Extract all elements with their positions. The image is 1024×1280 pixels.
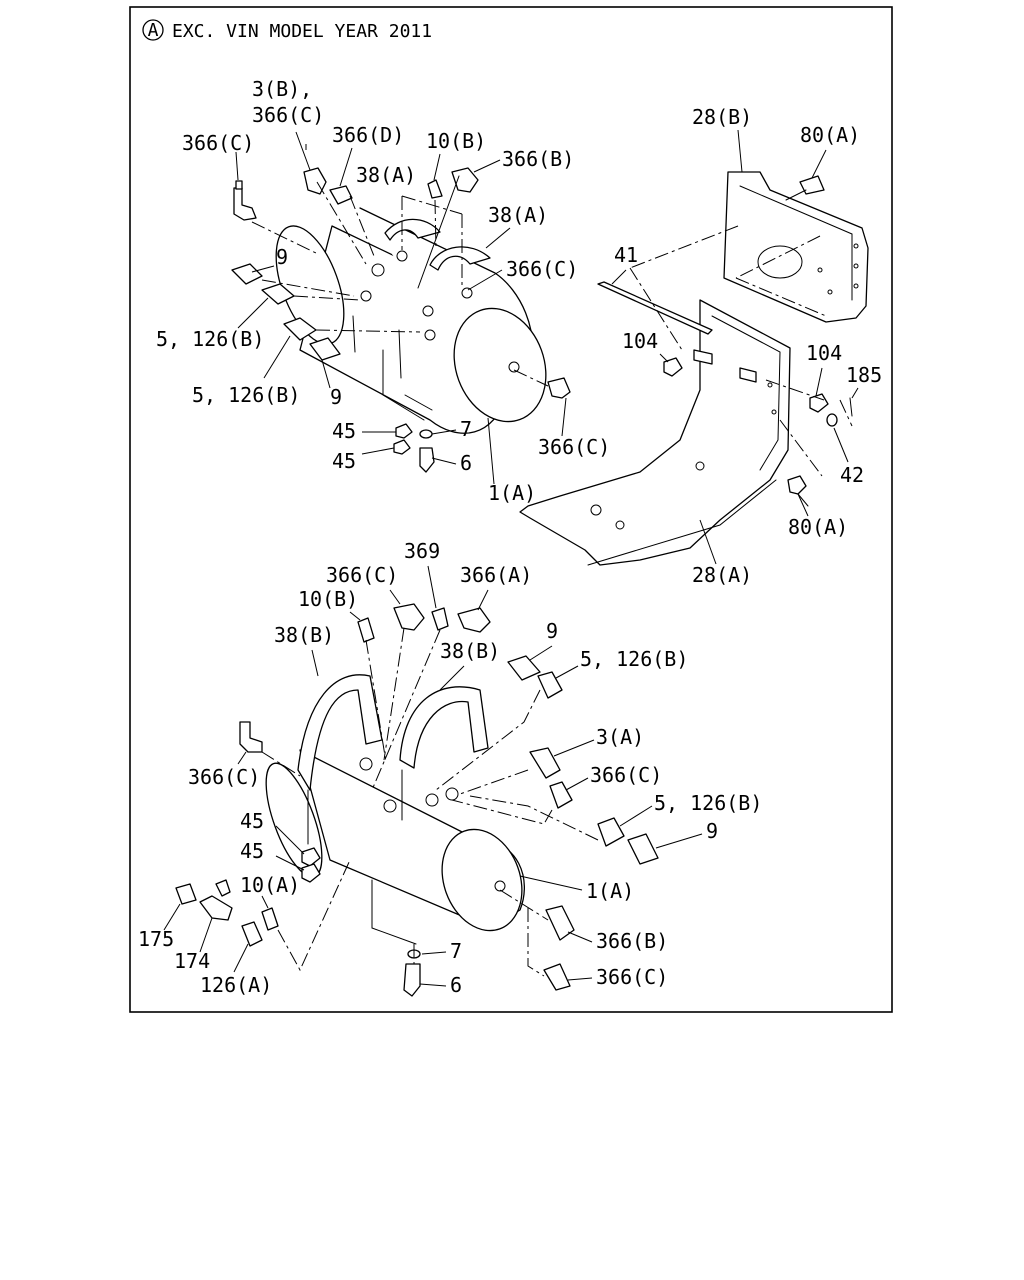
upper-air-tank <box>275 207 547 434</box>
callout-6-top: 6 <box>460 451 472 475</box>
diagram-frame <box>129 6 893 1013</box>
callout-10b-top: 10(B) <box>426 129 486 153</box>
callout-5-126b-b: 5, 126(B) <box>192 383 300 407</box>
callout-45-c: 45 <box>240 809 264 833</box>
callout-labels: 3(B), 366(C) 366(D) 10(B) 366(B) 366(C) … <box>138 77 882 997</box>
callout-366c-h: 366(C) <box>596 965 668 989</box>
callout-45-a: 45 <box>332 419 356 443</box>
bracket-leaders <box>629 225 853 477</box>
callout-366d: 366(D) <box>332 123 404 147</box>
callout-45-b: 45 <box>332 449 356 473</box>
callout-80a-bottom: 80(A) <box>788 515 848 539</box>
callout-1a-bottom: 1(A) <box>586 879 634 903</box>
callout-28b: 28(B) <box>692 105 752 129</box>
callout-126a: 126(A) <box>200 973 272 997</box>
header-note: A EXC. VIN MODEL YEAR 2011 <box>142 19 432 42</box>
callout-9-low-a: 9 <box>546 619 558 643</box>
callout-10b-bottom: 10(B) <box>298 587 358 611</box>
callout-104-b: 104 <box>806 341 842 365</box>
callout-7-top: 7 <box>460 417 472 441</box>
callout-38b-1: 38(B) <box>274 623 334 647</box>
callout-1a-top: 1(A) <box>488 481 536 505</box>
lower-air-tank <box>265 674 525 945</box>
callout-104-a: 104 <box>622 329 658 353</box>
callout-366a: 366(A) <box>460 563 532 587</box>
callout-45-d: 45 <box>240 839 264 863</box>
callout-369: 369 <box>404 539 440 563</box>
callout-41: 41 <box>614 243 638 267</box>
callout-174: 174 <box>174 949 210 973</box>
callout-38b-2: 38(B) <box>440 639 500 663</box>
circle-marker-icon <box>142 19 164 41</box>
callout-9-low-b: 9 <box>706 819 718 843</box>
callout-175: 175 <box>138 927 174 951</box>
callout-10a: 10(A) <box>240 873 300 897</box>
circle-letter: A <box>148 20 159 41</box>
callout-366c-c: 366(C) <box>506 257 578 281</box>
callout-38a-2: 38(A) <box>488 203 548 227</box>
callout-5-126b-c: 5, 126(B) <box>580 647 688 671</box>
lower-leaders <box>261 627 599 977</box>
label-leaders <box>163 129 859 987</box>
bracket-28b <box>723 171 869 323</box>
callout-42: 42 <box>840 463 864 487</box>
callout-80a-top: 80(A) <box>800 123 860 147</box>
callout-6-bottom: 6 <box>450 973 462 997</box>
header-text: EXC. VIN MODEL YEAR 2011 <box>172 21 432 42</box>
bracket-28a <box>519 299 791 566</box>
callout-366c-d: 366(C) <box>538 435 610 459</box>
lower-fittings <box>175 603 659 997</box>
callout-3b: 3(B), <box>252 77 312 101</box>
callout-9-top: 9 <box>276 245 288 269</box>
callout-366c-e: 366(C) <box>326 563 398 587</box>
callout-366b-bottom: 366(B) <box>596 929 668 953</box>
callout-366c-b: 366(C) <box>182 131 254 155</box>
callout-9-mid: 9 <box>330 385 342 409</box>
upper-leaders <box>251 144 549 387</box>
callout-3a: 3(A) <box>596 725 644 749</box>
callout-28a: 28(A) <box>692 563 752 587</box>
callout-366c-g: 366(C) <box>590 763 662 787</box>
upper-fittings <box>231 167 571 473</box>
callout-38a-1: 38(A) <box>356 163 416 187</box>
callout-5-126b-a: 5, 126(B) <box>156 327 264 351</box>
callout-366c-a: 366(C) <box>252 103 324 127</box>
callout-5-126b-d: 5, 126(B) <box>654 791 762 815</box>
callout-366b-top: 366(B) <box>502 147 574 171</box>
bracket-hardware <box>597 175 853 507</box>
callout-185: 185 <box>846 363 882 387</box>
callout-7-bottom: 7 <box>450 939 462 963</box>
callout-366c-f: 366(C) <box>188 765 260 789</box>
